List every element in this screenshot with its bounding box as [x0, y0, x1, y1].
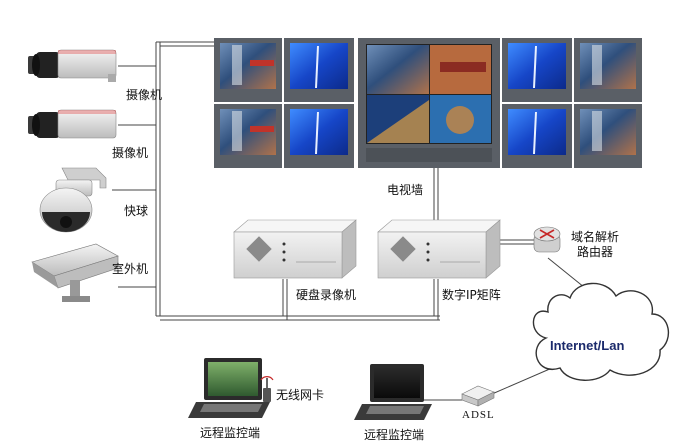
- box-camera-2: [28, 110, 116, 138]
- label-wireless-card: 无线网卡: [276, 388, 324, 402]
- monitor-br1: [502, 104, 572, 168]
- internet-cloud: [533, 283, 668, 380]
- monitor-tl1: [214, 38, 282, 102]
- box-camera-1: [28, 50, 116, 82]
- laptop-wireless: [188, 358, 270, 418]
- label-ddns-router: 域名解析 路由器: [566, 230, 624, 260]
- outdoor-camera: [32, 244, 118, 302]
- label-internet-lan: Internet/Lan: [550, 338, 624, 353]
- monitor-tr2: [574, 38, 642, 102]
- laptop-adsl: [354, 364, 432, 420]
- monitor-tr1: [502, 38, 572, 102]
- label-ip-matrix: 数字IP矩阵: [442, 288, 501, 302]
- adsl-modem: [462, 386, 494, 406]
- label-ddns-router-line1: 域名解析: [566, 230, 624, 245]
- label-tv-wall: 电视墙: [387, 183, 423, 197]
- monitor-tl2: [284, 38, 354, 102]
- label-camera-2: 摄像机: [112, 146, 148, 160]
- label-camera-1: 摄像机: [126, 88, 162, 102]
- wireless-card: [261, 377, 273, 402]
- monitor-bl2: [284, 104, 354, 168]
- label-speed-dome: 快球: [124, 204, 148, 218]
- ip-matrix-device: [378, 220, 500, 278]
- monitor-br2: [574, 104, 642, 168]
- label-dvr: 硬盘录像机: [296, 288, 356, 302]
- dvr-device: [234, 220, 356, 278]
- label-remote-monitor-1: 远程监控端: [200, 426, 260, 440]
- monitor-bl1: [214, 104, 282, 168]
- speed-dome-camera: [40, 168, 106, 232]
- label-remote-monitor-2: 远程监控端: [364, 428, 424, 442]
- monitor-center: [358, 38, 500, 168]
- tv-wall: [214, 38, 642, 168]
- label-outdoor-camera: 室外机: [112, 262, 148, 276]
- label-ddns-router-line2: 路由器: [566, 245, 624, 260]
- label-adsl: ADSL: [462, 409, 495, 421]
- ddns-router: [534, 227, 560, 252]
